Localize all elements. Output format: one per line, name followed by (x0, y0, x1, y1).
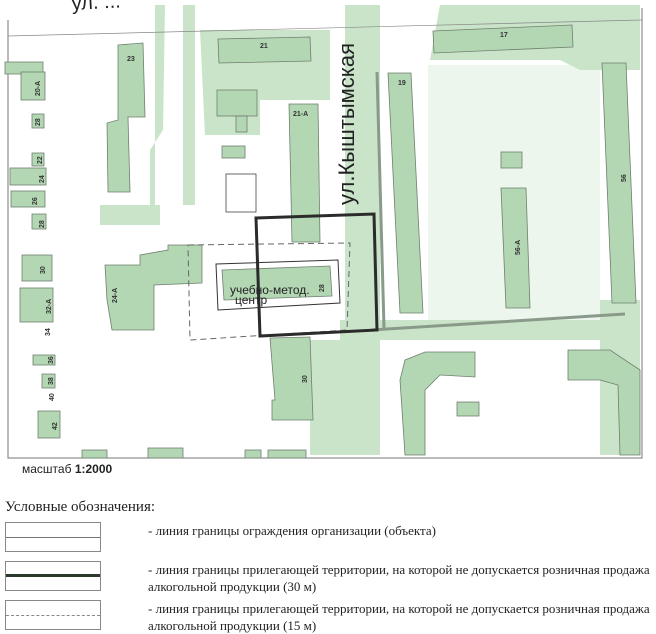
building-number: 38 (48, 377, 55, 385)
building-number: 20-А (35, 81, 42, 96)
map-scale: масштаб 1:2000 (22, 462, 112, 476)
legend-title: Условные обозначения: (5, 499, 156, 515)
building-number: 24 (39, 175, 46, 183)
object-label-line1: учебно-метод. (230, 283, 310, 297)
road-edge (7, 19, 643, 37)
building-number: 24-А (112, 288, 119, 303)
footpath (371, 312, 626, 332)
building-number: 28 (319, 284, 326, 292)
building-number: 56-А (515, 240, 522, 255)
legend-text-15m: - линия границы прилегающей территории, … (148, 601, 650, 633)
building-number: 17 (500, 32, 508, 39)
building-number: 23 (127, 56, 135, 63)
buildings (4, 24, 641, 459)
building-number: 26 (32, 197, 39, 205)
green-areas (100, 5, 640, 455)
boundary-30m-thick (254, 212, 379, 338)
legend-symbol-30m (5, 561, 101, 591)
building-number: 42 (52, 422, 59, 430)
building-number: 40 (49, 393, 56, 401)
building-number: 21-А (293, 111, 308, 118)
legend-symbol-fence (5, 522, 101, 552)
object-label-line2: центр (235, 293, 268, 307)
map-frame (7, 8, 643, 459)
building-number: 34 (45, 328, 52, 336)
street-label-kyshtymskaya: ул.Кыштымская (334, 43, 359, 205)
building-number: 56 (621, 174, 628, 182)
organization-fence-line (215, 259, 341, 311)
scale-value: 1:2000 (74, 462, 113, 476)
building-number: 30 (40, 266, 47, 274)
street-label-top: ул. ... (71, 0, 121, 15)
building-number: 32-А (46, 299, 53, 314)
building-number: 22 (37, 156, 44, 164)
building-number: 28 (39, 220, 46, 228)
footpath (375, 71, 386, 329)
legend-text-30m: - линия границы прилегающей территории, … (148, 562, 650, 594)
building-number: 21 (260, 43, 268, 50)
legend-text-fence: - линия границы ограждения организации (… (148, 523, 436, 538)
object-label: учебно-метод. центр (230, 283, 313, 307)
site-map: ул. ... ул.Кыштымская учебно-метод. цент… (4, 0, 643, 459)
building-number: 19 (398, 80, 406, 87)
legend-symbol-15m (5, 600, 101, 630)
building-number: 28 (35, 118, 42, 126)
scale-label: масштаб (22, 462, 72, 476)
building-number: 36 (48, 356, 55, 364)
building-number: 30 (302, 375, 309, 383)
building-labels: 21 23 21-А 17 19 20-А 28 22 24 26 28 30 … (32, 32, 628, 430)
